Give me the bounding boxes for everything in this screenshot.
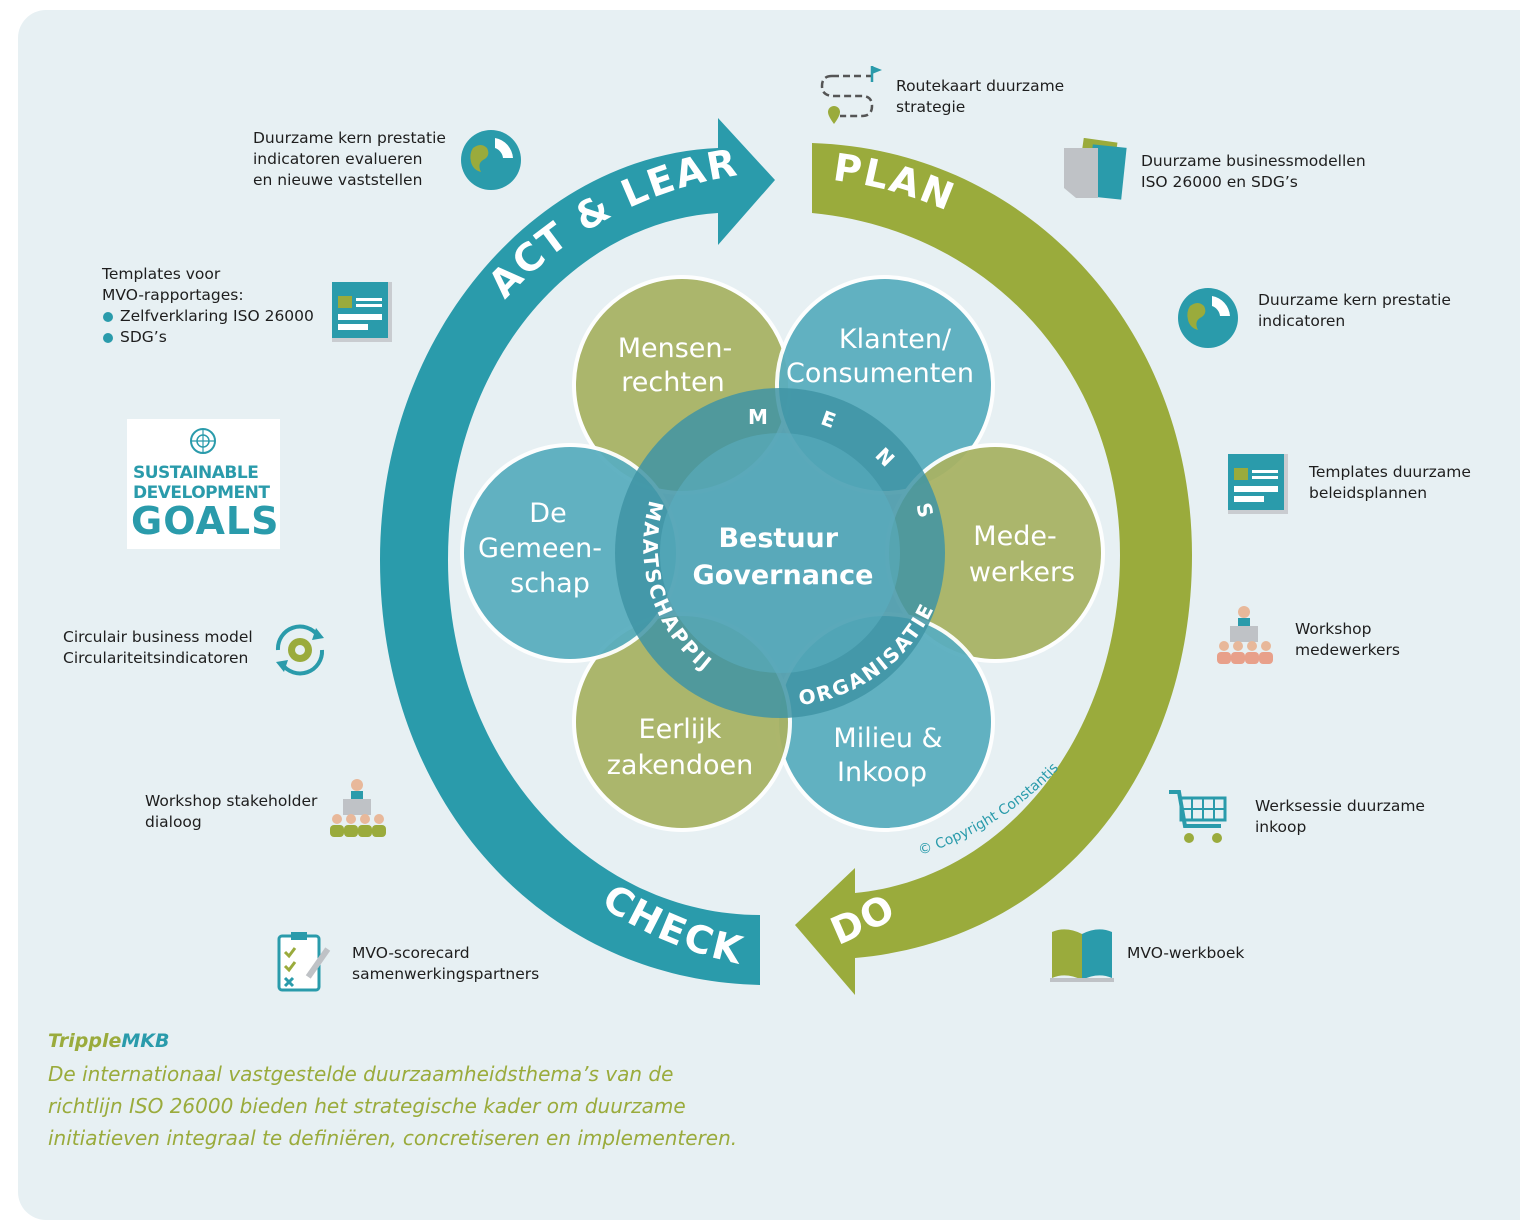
workshop-people-icon-right [1217, 606, 1273, 664]
klanten-label: Klanten/Consumenten [786, 324, 974, 389]
sdg-line3: GOALS [131, 499, 280, 543]
globe-chart-icon-right [1178, 288, 1238, 348]
brand-title: TrippleMKB [48, 1030, 170, 1052]
mensenrechten-label: Mensen-rechten [618, 333, 733, 398]
footer: TrippleMKB De internationaal vastgesteld… [48, 1030, 748, 1154]
route-map-icon [820, 66, 882, 124]
workshop-people-icon [330, 779, 386, 837]
template-document-icon-right [1228, 454, 1288, 514]
clipboard-checklist-icon [277, 932, 331, 992]
bullet-zelfverklaring: Zelfverklaring ISO 26000 [102, 306, 314, 327]
bullet-sdgs: SDG’s [102, 327, 314, 348]
mens-letter-s: S [911, 500, 938, 520]
open-book-icon [1050, 929, 1114, 982]
plan-do-arrow [795, 143, 1192, 995]
sdg-line2: DEVELOPMENT [133, 483, 270, 503]
sdg-line1: SUSTAINABLE [133, 463, 259, 483]
template-document-icon [332, 282, 392, 342]
footer-description: De internationaal vastgestelde duurzaamh… [48, 1062, 738, 1150]
un-emblem-icon [190, 428, 216, 454]
mens-letter-m: M [748, 405, 768, 429]
werkboek-label: MVO-werkboek [1127, 944, 1245, 962]
center-label: Bestuur Governance [693, 523, 874, 591]
shopping-cart-icon [1169, 790, 1227, 843]
business-documents-icon [1064, 138, 1127, 200]
globe-chart-icon [461, 130, 521, 190]
center-inner [660, 433, 900, 673]
sdg-logo: SUSTAINABLE DEVELOPMENT GOALS [127, 419, 280, 549]
circular-gear-icon [275, 624, 325, 676]
act-learn-arrow [380, 118, 775, 985]
milieu-label: Milieu &Inkoop [833, 723, 942, 788]
medewerkers-label: Mede-werkers [969, 521, 1075, 588]
